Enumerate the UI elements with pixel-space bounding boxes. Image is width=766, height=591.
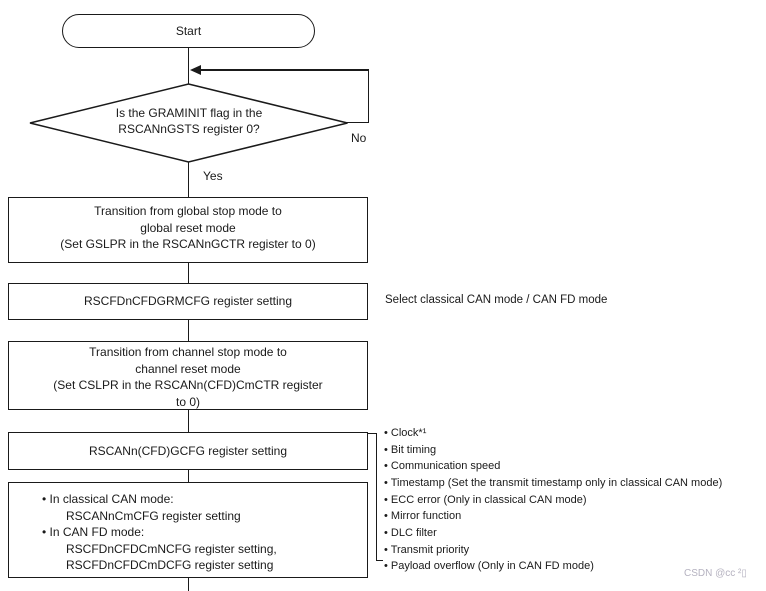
note-ecc-error: • ECC error (Only in classical CAN mode) bbox=[384, 493, 587, 506]
decision-label: Is the GRAMINIT flag in the RSCANnGSTS r… bbox=[29, 105, 349, 137]
step2-grmcfg-box: RSCFDnCFDGRMCFG register setting bbox=[8, 283, 368, 320]
step5-channel-cfg-box: • In classical CAN mode: RSCANnCmCFG reg… bbox=[8, 482, 368, 578]
step2-label: RSCFDnCFDGRMCFG register setting bbox=[83, 294, 293, 309]
step2-annotation: Select classical CAN mode / CAN FD mode bbox=[385, 294, 608, 306]
connector-step5-bottom bbox=[187, 577, 189, 591]
bracket-top-line bbox=[367, 432, 377, 434]
step1-line-1: Transition from global stop mode to bbox=[94, 204, 282, 218]
step1-line-2: global reset mode bbox=[140, 220, 236, 235]
note-clock: • Clock*¹ bbox=[384, 427, 427, 439]
step3-channel-reset-box: Transition from channel stop mode to cha… bbox=[8, 341, 368, 410]
connector-start-decision bbox=[187, 48, 189, 84]
step3-line-1: Transition from channel stop mode to bbox=[89, 345, 287, 359]
note-timestamp: • Timestamp (Set the transmit timestamp … bbox=[384, 476, 723, 489]
note-transmit-priority: • Transmit priority bbox=[384, 543, 470, 556]
gcfg-notes-list: • Clock*¹ • Bit timing • Communication s… bbox=[384, 425, 722, 575]
step5-line-5: RSCFDnCFDCmDCFG register setting bbox=[66, 558, 274, 572]
note-dlc-filter: • DLC filter bbox=[384, 526, 437, 539]
step3-line-2: channel reset mode bbox=[135, 361, 241, 376]
decision-line-2: RSCANnGSTS register 0? bbox=[118, 122, 260, 136]
no-edge-label: No bbox=[351, 131, 367, 145]
start-label: Start bbox=[175, 24, 202, 38]
connector-step4-step5 bbox=[187, 469, 189, 482]
yes-edge-label: Yes bbox=[203, 169, 223, 183]
connector-step1-step2 bbox=[187, 262, 189, 283]
step4-label: RSCANn(CFD)GCFG register setting bbox=[88, 443, 288, 458]
note-payload-overflow: • Payload overflow (Only in CAN FD mode) bbox=[384, 560, 594, 573]
step5-line-1: • In classical CAN mode: bbox=[42, 492, 174, 506]
bracket-rail-line bbox=[375, 432, 377, 561]
note-communication-speed: • Communication speed bbox=[384, 460, 501, 473]
csdn-watermark: CSDN @cc ²▯ bbox=[684, 568, 747, 579]
no-loop-right-line bbox=[367, 69, 369, 124]
step1-line-3: (Set GSLPR in the RSCANnGCTR register to… bbox=[60, 237, 316, 251]
decision-line-1: Is the GRAMINIT flag in the bbox=[115, 106, 263, 120]
connector-step2-step3 bbox=[187, 319, 189, 341]
step5-line-4: RSCFDnCFDCmNCFG register setting, bbox=[66, 541, 277, 556]
step4-gcfg-box: RSCANn(CFD)GCFG register setting bbox=[8, 432, 368, 470]
note-bit-timing: • Bit timing bbox=[384, 443, 437, 456]
step1-global-reset-box: Transition from global stop mode to glob… bbox=[8, 197, 368, 263]
bracket-bottom-line bbox=[375, 559, 383, 561]
no-loop-bottom-line bbox=[347, 121, 369, 124]
start-node: Start bbox=[62, 14, 315, 48]
step5-line-2: RSCANnCmCFG register setting bbox=[66, 508, 241, 523]
no-loop-top-line bbox=[199, 69, 369, 71]
step3-line-3: (Set CSLPR in the RSCANn(CFD)CmCTR regis… bbox=[53, 378, 323, 392]
connector-step3-step4 bbox=[187, 409, 189, 432]
step5-line-3: • In CAN FD mode: bbox=[42, 525, 145, 539]
step3-line-4: to 0) bbox=[175, 394, 200, 409]
no-loop-arrowhead-icon bbox=[189, 64, 201, 75]
note-mirror-function: • Mirror function bbox=[384, 510, 462, 523]
connector-decision-step1 bbox=[187, 162, 189, 197]
